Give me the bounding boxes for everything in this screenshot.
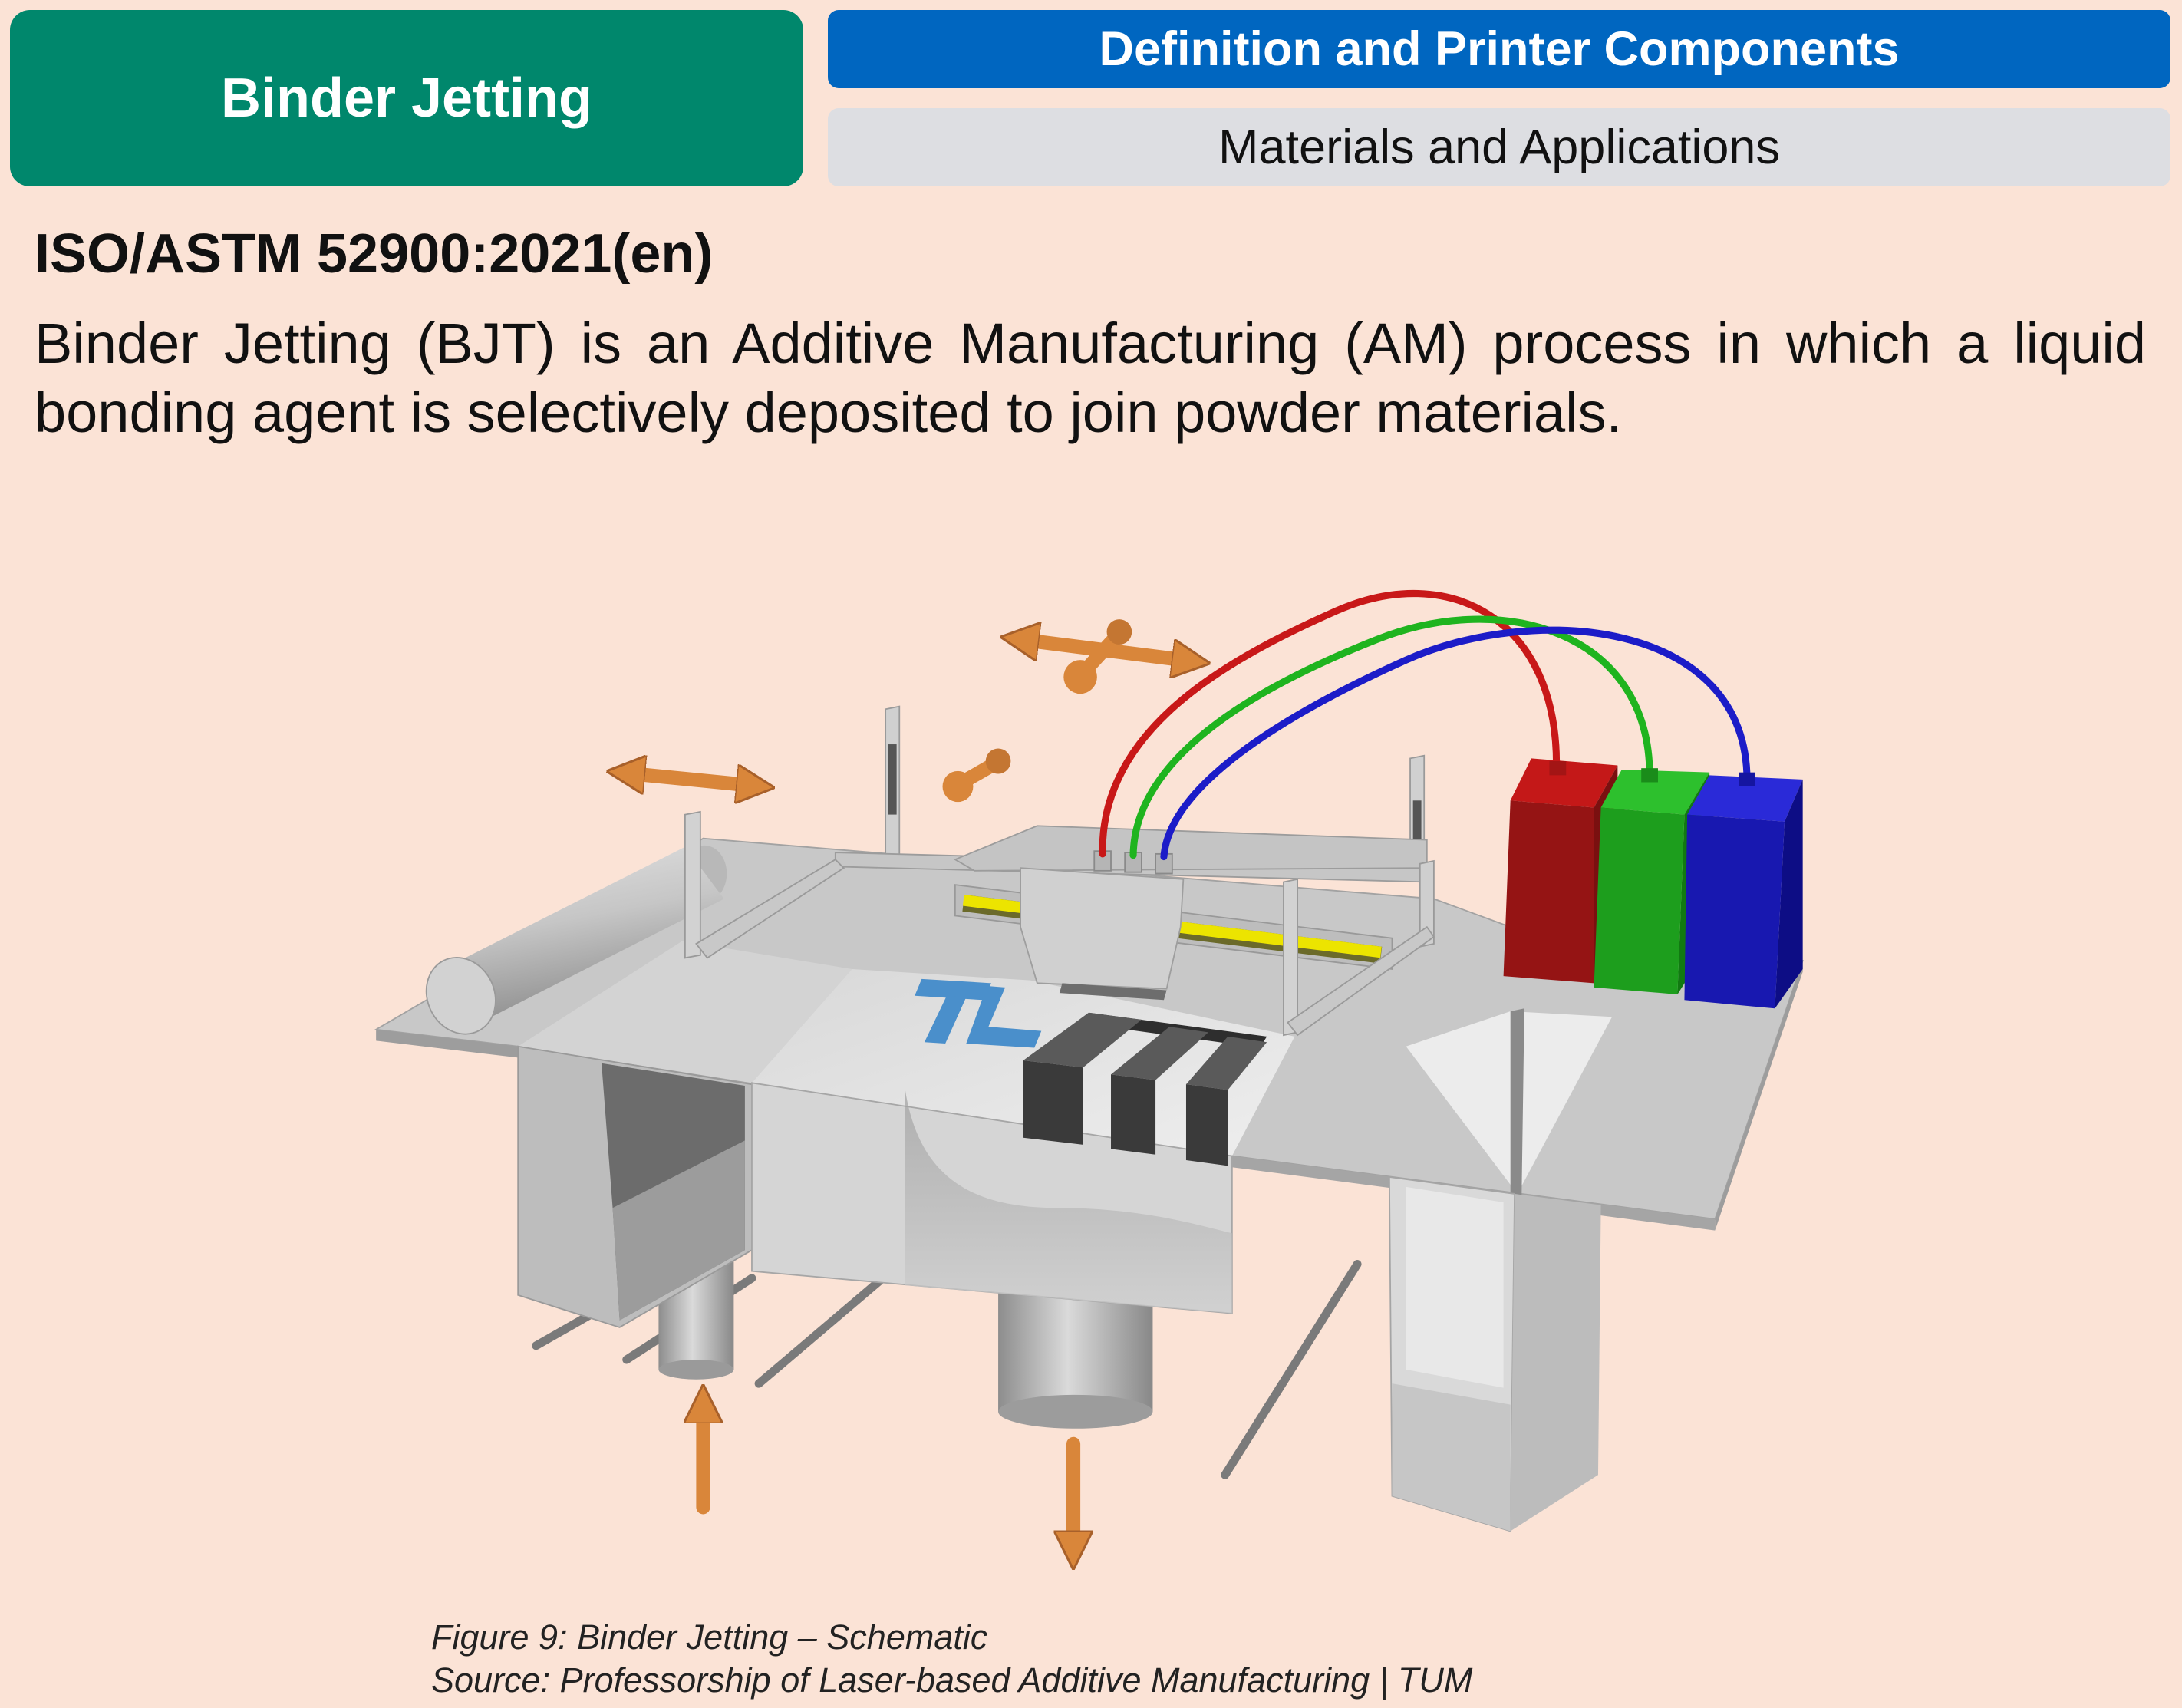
caption-source: Source: Professorship of Laser-based Add… (431, 1660, 1473, 1700)
roller-rotation-arrow-tip (942, 770, 974, 803)
binder-tank-blue (1684, 772, 1803, 1009)
standard-heading: ISO/ASTM 52900:2021(en) (35, 223, 714, 285)
print-head-y-arrow-tip (1063, 660, 1097, 694)
definition-text: Binder Jetting (BJT) is an Additive Manu… (35, 312, 2146, 444)
nozzle-array (1059, 983, 1167, 1001)
roller-motion-arrow (634, 773, 748, 785)
frame-bar (1287, 925, 1435, 1037)
printed-part (1023, 1012, 1267, 1166)
binder-hose-red (1099, 590, 1561, 858)
frame-post-marker (1412, 800, 1422, 860)
feed-chamber-housing (517, 1045, 753, 1328)
frame-post (1283, 878, 1299, 1037)
print-head-y-arrow-tail (1106, 619, 1132, 645)
print-head-carriage (953, 825, 1428, 872)
section-title: Binder Jetting (10, 10, 803, 186)
frame-post-marker (888, 744, 897, 815)
roller-rotation-arrow-tail (985, 748, 1011, 774)
overflow-chamber (1388, 1008, 1613, 1532)
binder-hose-green (1129, 615, 1653, 859)
frame-bar (695, 859, 845, 959)
tab-definition-and-printer-components[interactable]: Definition and Printer Components (828, 10, 2170, 88)
tab-materials-and-applications[interactable]: Materials and Applications (828, 108, 2170, 186)
binder-hose-blue (1160, 626, 1751, 861)
print-head (1020, 850, 1185, 1001)
caption-title: Figure 9: Binder Jetting – Schematic (431, 1617, 988, 1657)
frame-post (684, 810, 701, 959)
support-rod (754, 1267, 895, 1388)
printed-logo (915, 978, 1042, 1048)
support-rod (1221, 1260, 1362, 1479)
figure-caption: Figure 9: Binder Jetting – Schematic Sou… (431, 1616, 1472, 1702)
feed-powder-surface (518, 941, 852, 1083)
binder-jetting-schematic (374, 590, 1804, 1601)
